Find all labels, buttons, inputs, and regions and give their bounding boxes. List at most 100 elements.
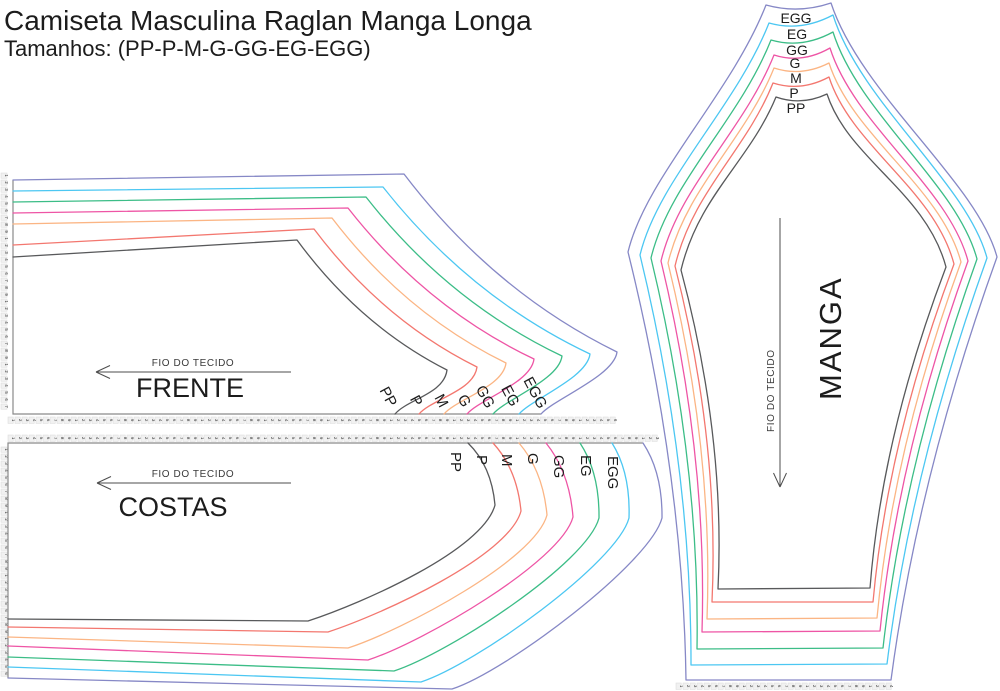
svg-text:1: 1 [326, 419, 331, 422]
svg-text:8: 8 [627, 437, 632, 440]
svg-text:7: 7 [4, 616, 9, 619]
svg-text:5: 5 [480, 437, 485, 440]
size-outline-costas-eg [7, 442, 630, 683]
svg-text:6: 6 [109, 419, 114, 422]
svg-text:8: 8 [791, 685, 796, 688]
svg-text:2: 2 [207, 419, 212, 422]
svg-text:6: 6 [361, 419, 366, 422]
size-labels-manga: EGG EG GG G M P PP [780, 10, 811, 116]
svg-text:6: 6 [613, 419, 618, 422]
svg-text:6: 6 [172, 419, 177, 422]
size-label: PP [376, 384, 400, 410]
svg-text:9: 9 [445, 437, 450, 440]
svg-text:2: 2 [4, 181, 9, 184]
svg-text:5: 5 [543, 419, 548, 422]
svg-text:8: 8 [438, 437, 443, 440]
svg-text:4: 4 [221, 437, 226, 440]
size-label: GG [786, 42, 808, 58]
svg-text:3: 3 [4, 251, 9, 254]
svg-text:4: 4 [410, 419, 415, 422]
svg-text:9: 9 [67, 437, 72, 440]
svg-text:4: 4 [32, 419, 37, 422]
svg-text:9: 9 [508, 437, 513, 440]
size-outline-manga-p [674, 76, 955, 603]
svg-text:6: 6 [550, 437, 555, 440]
svg-text:5: 5 [228, 437, 233, 440]
svg-text:2: 2 [522, 437, 527, 440]
svg-text:4: 4 [700, 685, 705, 688]
svg-text:5: 5 [39, 437, 44, 440]
svg-text:9: 9 [256, 437, 261, 440]
svg-text:6: 6 [613, 437, 618, 440]
svg-text:9: 9 [4, 356, 9, 359]
svg-text:6: 6 [714, 685, 719, 688]
svg-text:5: 5 [833, 685, 838, 688]
svg-text:7: 7 [179, 419, 184, 422]
svg-text:4: 4 [473, 437, 478, 440]
svg-text:2: 2 [585, 419, 590, 422]
svg-text:1: 1 [805, 685, 810, 688]
svg-text:5: 5 [606, 437, 611, 440]
svg-text:2: 2 [585, 437, 590, 440]
svg-text:1: 1 [200, 437, 205, 440]
svg-text:3: 3 [214, 419, 219, 422]
svg-text:7: 7 [4, 279, 9, 282]
svg-text:8: 8 [186, 419, 191, 422]
svg-text:3: 3 [340, 437, 345, 440]
svg-text:3: 3 [214, 437, 219, 440]
svg-text:4: 4 [95, 437, 100, 440]
svg-text:7: 7 [431, 437, 436, 440]
svg-text:8: 8 [60, 437, 65, 440]
svg-text:1: 1 [515, 437, 520, 440]
svg-text:7: 7 [116, 437, 121, 440]
svg-text:2: 2 [396, 419, 401, 422]
size-label: EGG [780, 10, 811, 26]
size-label: EGG [604, 456, 621, 489]
svg-text:6: 6 [361, 437, 366, 440]
svg-text:3: 3 [403, 419, 408, 422]
svg-text:7: 7 [242, 419, 247, 422]
svg-text:4: 4 [473, 419, 478, 422]
svg-text:8: 8 [249, 419, 254, 422]
svg-text:8: 8 [728, 685, 733, 688]
svg-text:9: 9 [256, 419, 261, 422]
svg-text:7: 7 [305, 419, 310, 422]
svg-text:9: 9 [67, 419, 72, 422]
svg-text:2: 2 [333, 437, 338, 440]
svg-text:5: 5 [770, 685, 775, 688]
size-outline-manga-g [660, 47, 969, 633]
size-label: M [498, 454, 515, 467]
svg-text:1: 1 [578, 419, 583, 422]
svg-text:3: 3 [151, 419, 156, 422]
svg-text:4: 4 [347, 437, 352, 440]
svg-text:7: 7 [847, 685, 852, 688]
svg-text:9: 9 [130, 419, 135, 422]
svg-text:5: 5 [4, 665, 9, 668]
svg-text:9: 9 [508, 419, 513, 422]
page-subtitle: Tamanhos: (PP-P-M-G-GG-EG-EGG) [4, 36, 371, 61]
svg-text:9: 9 [798, 685, 803, 688]
size-outline-frente-eg [12, 186, 591, 415]
svg-text:4: 4 [4, 258, 9, 261]
svg-text:8: 8 [4, 560, 9, 563]
svg-text:8: 8 [249, 437, 254, 440]
size-label: G [454, 392, 474, 410]
svg-text:5: 5 [354, 437, 359, 440]
svg-text:9: 9 [634, 437, 639, 440]
svg-text:6: 6 [4, 672, 9, 675]
svg-text:3: 3 [88, 419, 93, 422]
svg-text:1: 1 [679, 685, 684, 688]
svg-text:8: 8 [4, 349, 9, 352]
svg-text:5: 5 [4, 391, 9, 394]
svg-text:7: 7 [53, 419, 58, 422]
svg-text:1: 1 [137, 437, 142, 440]
size-label: P [789, 85, 798, 101]
svg-text:5: 5 [102, 437, 107, 440]
svg-text:1: 1 [4, 637, 9, 640]
svg-text:4: 4 [4, 195, 9, 198]
svg-text:1: 1 [74, 419, 79, 422]
svg-text:2: 2 [4, 370, 9, 373]
size-outline-frente-p [12, 228, 478, 415]
grain-label-frente: FIO DO TECIDO [152, 358, 235, 369]
